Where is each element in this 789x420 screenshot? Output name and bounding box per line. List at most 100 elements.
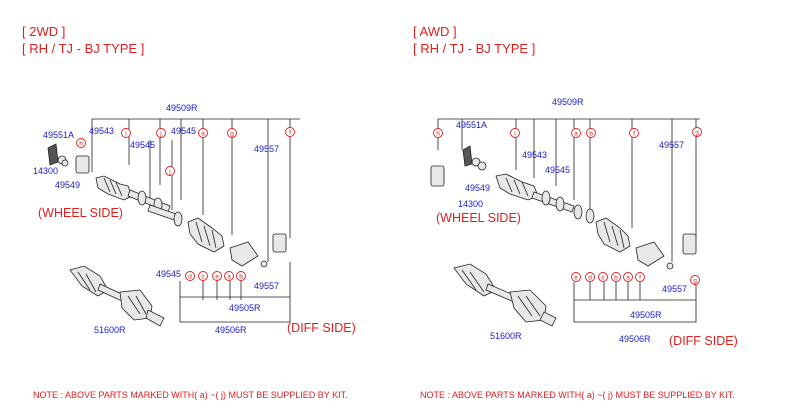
svg-text:f: f — [633, 131, 635, 138]
right-kit-letter-a: a — [571, 128, 581, 138]
svg-text:e: e — [215, 274, 219, 281]
right-label-14300: 14300 — [458, 199, 483, 209]
right-kit-letter-f-low: f — [635, 272, 645, 282]
right-label-49543: 49543 — [522, 150, 547, 160]
left-kit-letter-g: g — [227, 128, 237, 138]
left-kit-letter-a-low: a — [224, 271, 234, 281]
left-boot-outer — [95, 175, 133, 201]
svg-text:b: b — [239, 274, 243, 281]
right-kit-letter-h: h — [433, 128, 443, 138]
left-kit-letter-a: a — [198, 128, 208, 138]
svg-text:a: a — [201, 131, 205, 138]
right-label-49509R: 49509R — [552, 97, 584, 107]
right-diff-side-label: (DIFF SIDE) — [669, 334, 738, 348]
left-kit-letter-c: c — [198, 271, 208, 281]
right-wheel-side-label: (WHEEL SIDE) — [436, 211, 521, 225]
left-label-49509R: 49509R — [166, 103, 198, 113]
left-label-51600R: 51600R — [94, 325, 126, 335]
right-tripod-joint — [635, 241, 674, 270]
right-label-49506R: 49506R — [619, 334, 651, 344]
left-panel-2wd: [ 2WD ] [ RH / TJ - BJ TYPE ] — [22, 24, 356, 400]
right-kit-letter-e: e — [571, 272, 581, 282]
left-kit-letter-j-mid: j — [165, 166, 175, 176]
left-label-14300: 14300 — [33, 166, 58, 176]
left-kit-letter-i: i — [121, 128, 131, 138]
right-shaft — [531, 191, 575, 213]
left-label-49545-low: 49545 — [156, 269, 181, 279]
left-label-49549: 49549 — [55, 180, 80, 190]
svg-text:a: a — [574, 131, 578, 138]
svg-text:b: b — [614, 275, 618, 282]
svg-text:a: a — [227, 274, 231, 281]
left-label-49505R: 49505R — [229, 303, 261, 313]
left-shaft-assembly — [69, 265, 165, 327]
svg-text:a: a — [626, 275, 630, 282]
left-label-49557-low: 49557 — [254, 281, 279, 291]
right-nut-washer — [462, 145, 487, 171]
right-kit-letter-a-low: a — [623, 272, 633, 282]
left-circlip — [173, 211, 183, 227]
svg-text:e: e — [574, 275, 578, 282]
right-title-type: [ RH / TJ - BJ TYPE ] — [413, 41, 535, 56]
right-label-49557-top: 49557 — [659, 140, 684, 150]
svg-text:g: g — [230, 131, 234, 138]
right-boot-inner — [595, 217, 631, 253]
right-label-49505R: 49505R — [630, 310, 662, 320]
left-wheel-side-label: (WHEEL SIDE) — [38, 206, 123, 220]
svg-text:j: j — [168, 169, 170, 176]
right-label-49549: 49549 — [465, 183, 490, 193]
left-kit-letter-h: h — [76, 138, 86, 148]
svg-text:f: f — [639, 275, 641, 282]
left-tripod-joint — [229, 241, 268, 268]
right-boot-outer — [495, 173, 539, 201]
svg-text:b: b — [589, 131, 593, 138]
svg-text:j: j — [159, 131, 161, 138]
svg-text:c: c — [201, 274, 205, 281]
svg-text:g: g — [695, 130, 699, 137]
svg-text:h: h — [79, 141, 83, 148]
right-kit-letter-f: f — [629, 128, 639, 138]
left-boot-inner — [187, 217, 225, 253]
left-label-49543: 49543 — [89, 126, 114, 136]
left-nut-washer — [47, 143, 69, 167]
right-title-drive: [ AWD ] — [413, 24, 457, 39]
left-grease-pack-inner — [272, 233, 287, 253]
right-label-49551A: 49551A — [456, 120, 487, 130]
right-kit-letter-g-low: g — [690, 275, 700, 285]
left-label-49545-mid: 49545 — [130, 140, 155, 150]
right-label-51600R: 51600R — [490, 331, 522, 341]
left-label-49545-top: 49545 — [171, 126, 196, 136]
right-grease-pack-inner — [682, 233, 697, 255]
right-kit-letter-c: c — [598, 272, 608, 282]
svg-text:h: h — [436, 131, 440, 138]
left-label-49551A: 49551A — [43, 130, 74, 140]
right-kit-letter-d: d — [585, 272, 595, 282]
left-kit-note: NOTE : ABOVE PARTS MARKED WITH( a) ~( j)… — [33, 390, 348, 400]
left-label-49506R: 49506R — [215, 325, 247, 335]
right-kit-letter-i: i — [510, 128, 520, 138]
left-kit-letter-f: f — [285, 127, 295, 137]
svg-text:d: d — [188, 274, 192, 281]
svg-text:i: i — [125, 131, 126, 138]
left-kit-letter-e: e — [212, 271, 222, 281]
svg-text:i: i — [514, 131, 515, 138]
left-diff-side-label: (DIFF SIDE) — [287, 321, 356, 335]
left-kit-letter-d: d — [185, 271, 195, 281]
svg-text:g: g — [693, 278, 697, 285]
right-kit-letter-b-low: b — [611, 272, 621, 282]
right-label-49557-low: 49557 — [662, 284, 687, 294]
right-grease-pack — [430, 165, 445, 187]
right-panel-awd: [ AWD ] [ RH / TJ - BJ TYPE ] — [413, 24, 738, 400]
left-title-drive: [ 2WD ] — [22, 24, 65, 39]
right-kit-letter-b: b — [586, 128, 596, 138]
left-kit-letter-b: b — [236, 271, 246, 281]
right-shaft-assembly — [453, 263, 557, 327]
svg-text:c: c — [601, 275, 605, 282]
left-label-49557-top: 49557 — [254, 144, 279, 154]
right-kit-note: NOTE : ABOVE PARTS MARKED WITH( a) ~( j)… — [420, 390, 735, 400]
right-kit-letter-g: g — [692, 127, 702, 137]
svg-text:d: d — [588, 275, 592, 282]
right-label-49545: 49545 — [545, 165, 570, 175]
left-kit-letter-j: j — [156, 128, 166, 138]
